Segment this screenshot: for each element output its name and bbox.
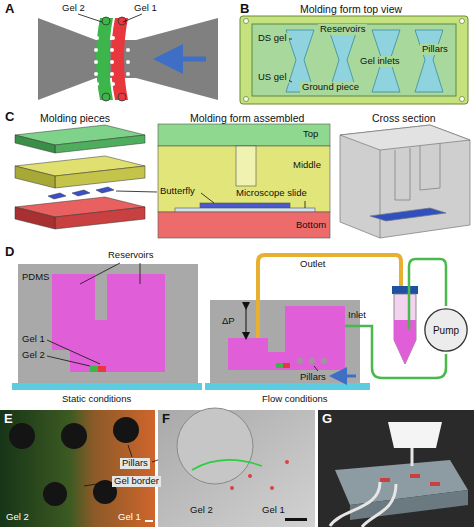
panel-letter: G: [322, 412, 332, 427]
panel-letter: D: [5, 245, 14, 260]
part-label: Gel 1: [118, 512, 141, 523]
static-setup: [12, 263, 202, 390]
part-label: Outlet: [300, 259, 325, 270]
part-label: US gel: [256, 72, 289, 83]
part-label: Gel 2: [62, 3, 85, 14]
brightfield-image: [158, 408, 315, 527]
part-label: Flow conditions: [262, 394, 327, 405]
part-label: Pillars: [300, 372, 326, 383]
pump-circle: Pump: [424, 308, 468, 352]
molding-pieces: [15, 125, 145, 229]
panel-title: Molding form top view: [300, 3, 402, 15]
flow-setup: [205, 255, 446, 390]
part-label: Static conditions: [62, 394, 131, 405]
part-label: Reservoirs: [108, 250, 153, 261]
part-label: Gel 2: [6, 512, 29, 523]
device-photo: [318, 410, 474, 527]
panel-letter: B: [240, 2, 249, 17]
part-label: Reservoirs: [318, 24, 367, 35]
node-text: Pump: [433, 325, 459, 336]
part-label: Gel 1: [22, 334, 45, 345]
fluorescence-image: [0, 410, 180, 527]
panel-letter: C: [5, 110, 14, 125]
part-label: Inlet: [348, 310, 366, 321]
part-label: Gel 2: [22, 350, 45, 361]
part-label: PDMS: [22, 272, 49, 283]
part-label: Gel 1: [134, 3, 157, 14]
part-label: Top: [303, 129, 318, 140]
panel-title: Molding pieces: [40, 112, 110, 124]
molding-form-top: [240, 16, 468, 104]
cross-section: [340, 125, 470, 238]
part-label: Gel border: [112, 476, 161, 487]
part-label: Gel 2: [190, 505, 213, 516]
panel-letter: A: [5, 2, 14, 17]
butterfly-chamber: [38, 14, 218, 101]
panel-letter: F: [162, 412, 170, 427]
part-label: Middle: [293, 160, 321, 171]
part-label: Gel 1: [262, 505, 285, 516]
part-label: Pillars: [120, 458, 150, 469]
part-label: ΔP: [222, 316, 235, 327]
part-label: Microscope slide: [236, 188, 307, 199]
part-label: Gel inlets: [358, 56, 402, 67]
part-label: Ground piece: [300, 82, 361, 93]
molding-form-assembled: [158, 124, 330, 238]
panel-title: Molding form assembled: [190, 112, 304, 124]
part-label: DS gel: [256, 33, 289, 44]
part-label: Pillars: [420, 44, 450, 55]
part-label: Butterfly: [160, 186, 195, 197]
part-label: Bottom: [296, 220, 326, 231]
panel-title: Cross section: [372, 112, 436, 124]
panel-letter: E: [4, 412, 13, 427]
